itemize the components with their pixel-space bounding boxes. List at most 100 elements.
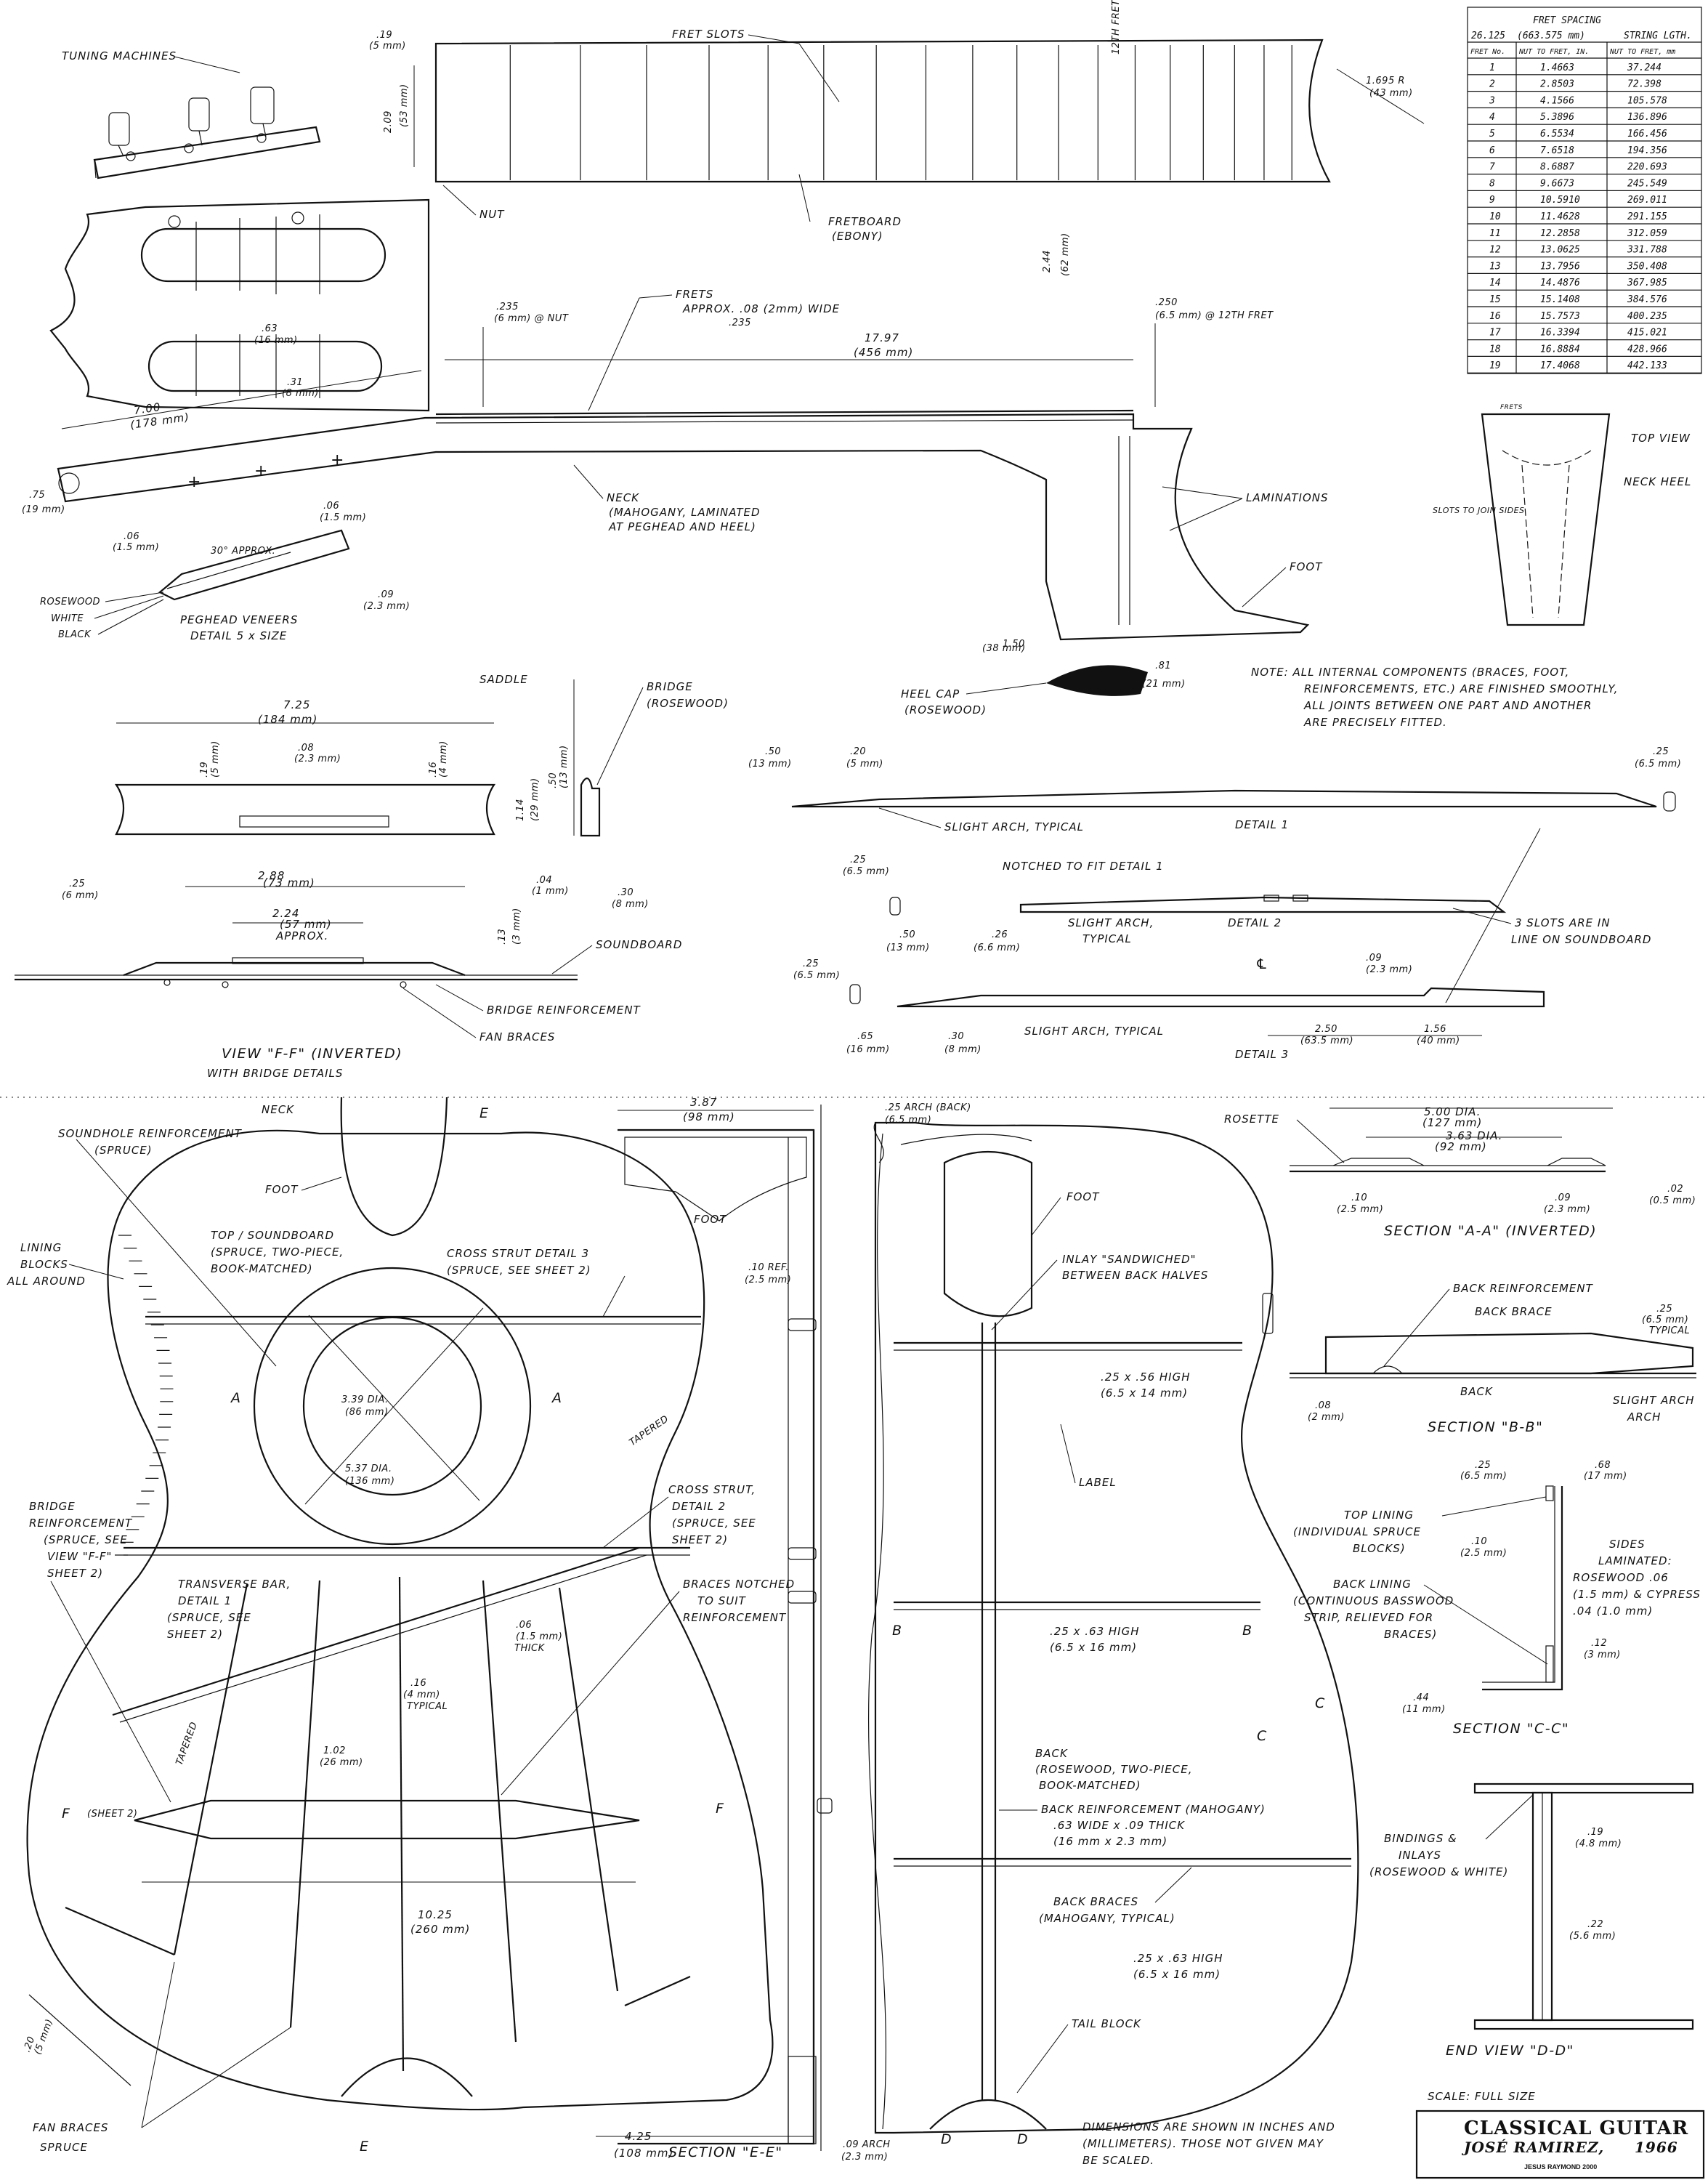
dim-1mm: (1 mm) [532,886,569,897]
fret-distance-in: 11.4628 [1540,211,1580,222]
bridge-reinf-3: (SPRUCE, SEE [44,1533,128,1546]
back-label-3: BOOK-MATCHED) [1039,1779,1141,1792]
tapered-label-2: TAPERED [174,1721,200,1767]
dim-250-d3: 2.50 [1315,1024,1337,1035]
frets-width: APPROX. .08 (2mm) WIDE [682,302,840,315]
bridge-rosewood: (ROSEWOOD) [647,697,729,710]
dim-8mm: (8 mm) [282,388,319,399]
section-aa: ROSETTE 5.00 DIA. (127 mm) 3.63 DIA. (92… [1224,1105,1696,1239]
dim-19mm: (19 mm) [22,504,65,515]
dim-typical-tb: TYPICAL [407,1701,448,1712]
back-reinf-2: .63 WIDE x .09 THICK [1053,1819,1185,1832]
inlay-1: INLAY "SANDWICHED" [1062,1253,1197,1266]
peghead-veneers-detail: 30° APPROX. .06 (1.5 mm) .06 (1.5 mm) .0… [40,501,410,642]
bridge-top-view: 7.25 (184 mm) .08 (2.3 mm) .19 (5 mm) .1… [114,698,541,836]
fret-distance-in: 17.4068 [1540,360,1580,371]
dim-4mm-tb: (4 mm) [403,1690,440,1700]
fret-number: 11 [1489,228,1501,239]
fret-distance-in: 4.1566 [1540,95,1574,106]
ebony-label: (EBONY) [832,230,883,243]
fret-distance-mm: 194.356 [1627,145,1667,156]
dim-725: 7.25 [283,698,310,711]
detail-1-label: DETAIL 1 [1235,818,1289,831]
fret-distance-in: 8.6887 [1540,162,1574,173]
bridge-label: BRIDGE [647,680,693,693]
white-label: WHITE [51,613,84,624]
dim-26mm: (26 mm) [320,1757,363,1768]
sides-3: ROSEWOOD .06 [1573,1571,1669,1584]
dim-15mm-a: (1.5 mm) [113,542,159,553]
sides-5: .04 (1.0 mm) [1573,1604,1653,1618]
svg-text:+: + [187,473,201,491]
section-cc-title: SECTION "C-C" [1453,1721,1569,1737]
dim-635: (63.5 mm) [1300,1036,1353,1046]
dim-127: (127 mm) [1422,1116,1482,1129]
fret-number: 6 [1489,145,1495,156]
dim-10-cc: .10 [1471,1536,1487,1547]
dim-3mm-ff: (3 mm) [511,908,522,945]
top-soundboard-label: TOP / SOUNDBOARD [211,1229,334,1242]
dim-56mm: (5.6 mm) [1569,1931,1616,1942]
slight-arch-bb-1: SLIGHT ARCH [1613,1394,1695,1407]
dim-23mm-d3: (2.3 mm) [1366,964,1412,975]
dim-thick: THICK [514,1643,546,1654]
section-ee: 3.87 (98 mm) FOOT .10 REF. (2.5 mm) 4.25… [596,1096,833,2160]
rosewood-label: ROSEWOOD [40,597,100,607]
sides-1: SIDES [1609,1538,1646,1551]
dim-5mm-fan: (5 mm) [33,2017,55,2056]
dim-25-d2: .25 [850,855,866,865]
fret-distance-mm: 400.235 [1627,311,1667,322]
svg-text:+: + [331,451,344,469]
fret-distance-mm: 291.155 [1627,211,1667,222]
dim-48mm: (4.8 mm) [1575,1838,1622,1849]
draftsman: JESUS RAYMOND 2000 [1524,2163,1597,2171]
fret-number: 5 [1489,129,1495,140]
section-aa-title: SECTION "A-A" (INVERTED) [1384,1223,1597,1239]
dim-1797: 17.97 [865,331,899,344]
thirty-approx: 30° APPROX. [211,546,275,557]
dim-20-fan: .20 [22,2035,38,2054]
fret-distance-mm: 269.011 [1627,195,1667,206]
dim-114: 1.14 [515,799,526,821]
dim-12: .12 [1591,1638,1607,1649]
brace-1-mm: (6.5 x 14 mm) [1101,1386,1188,1400]
dim-2mm-bb: (2 mm) [1308,1412,1345,1423]
fret-number: 18 [1489,344,1501,355]
section-b-right: B [1242,1623,1253,1639]
peghead-veneers-label: PEGHEAD VENEERS [180,613,298,626]
arch-09-mm: (2.3 mm) [841,2152,888,2163]
dim-156: 1.56 [1424,1024,1446,1035]
braces-notched-1: BRACES NOTCHED [683,1578,795,1591]
centerline-symbol: ℄ [1255,956,1269,972]
fret-number: 14 [1489,278,1501,288]
fret-distance-in: 16.8884 [1540,344,1580,355]
dim-65mm-d2: (6.5 mm) [843,866,889,877]
fret-number: 8 [1489,178,1495,189]
twelfth-fret-label: 12TH FRET [1111,0,1122,54]
detail-3-label: DETAIL 3 [1235,1048,1289,1061]
foot-back-label: FOOT [1067,1190,1100,1203]
dim-30-bridge: .30 [618,887,634,898]
dim-16-tb: .16 [410,1678,426,1689]
fret-distance-in: 5.3896 [1540,112,1574,123]
neck-side-view: + + + FRETS APPROX. .08 (2mm) WIDE NECK … [22,288,1328,641]
dim-08-bb: .08 [1315,1400,1331,1411]
bindings-2: INLAYS [1399,1849,1441,1862]
dim-73: (73 mm) [263,876,315,889]
end-view-dd: BINDINGS & INLAYS (ROSEWOOD & WHITE) .19… [1369,1783,1694,2103]
section-a-right: A [551,1390,563,1406]
dim-65mm-bb: (6.5 mm) [1642,1315,1688,1325]
bridge-reinf-1: BRIDGE [29,1500,76,1513]
string-length: STRING LGTH. [1624,31,1692,41]
brace-3-mm: (6.5 x 16 mm) [1133,1968,1221,1981]
section-c-lower: C [1257,1728,1268,1744]
dims-note-2: (MILLIMETERS). THOSE NOT GIVEN MAY [1082,2137,1324,2150]
section-f-left: F [62,1806,70,1822]
dim-53mm: (53 mm) [399,84,410,127]
section-c-upper: C [1315,1695,1326,1711]
transverse-4: SHEET 2) [167,1628,223,1641]
fret-distance-in: 12.2858 [1540,228,1580,239]
fret-number: 17 [1489,328,1501,339]
fan-braces-body-label: FAN BRACES [33,2121,108,2134]
